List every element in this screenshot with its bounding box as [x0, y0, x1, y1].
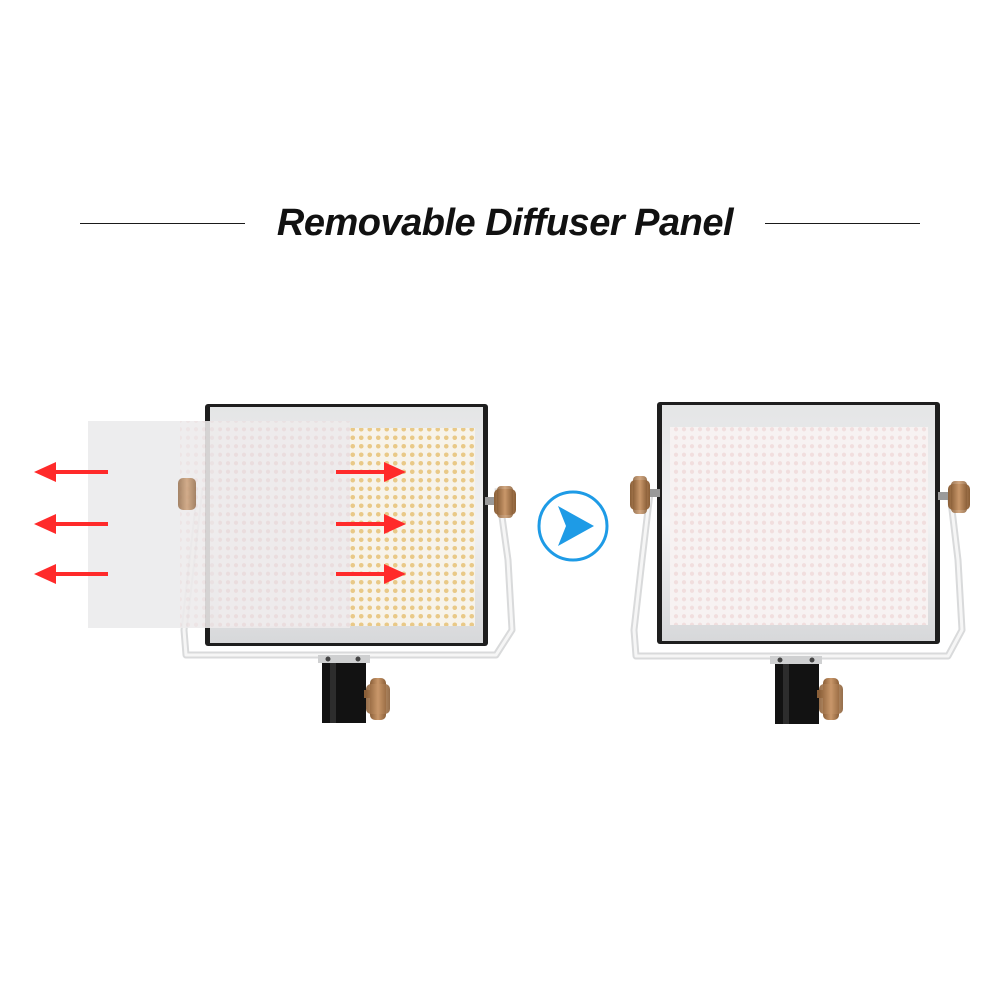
- page-title: Removable Diffuser Panel: [276, 202, 734, 244]
- led-array-diffused: [670, 427, 928, 625]
- stand-mount-right: [775, 664, 819, 724]
- knob-icon: [817, 678, 843, 720]
- knob-icon: [630, 476, 650, 514]
- knob-icon: [948, 481, 970, 513]
- led-array-exposed: [350, 428, 475, 626]
- title-rule-right: [765, 223, 920, 224]
- knob-icon: [494, 486, 516, 518]
- led-panel-right: [630, 402, 970, 724]
- knob-icon: [364, 678, 390, 720]
- diffuser-sheet: [88, 421, 350, 628]
- chevron-right-icon: [537, 490, 609, 562]
- title-row: Removable Diffuser Panel: [80, 196, 920, 252]
- title-rule-left: [80, 223, 245, 224]
- arrow-icon: [34, 462, 108, 584]
- stand-mount-left: [322, 663, 366, 723]
- knob-icon: [178, 478, 196, 510]
- arrow-icon: [336, 462, 406, 584]
